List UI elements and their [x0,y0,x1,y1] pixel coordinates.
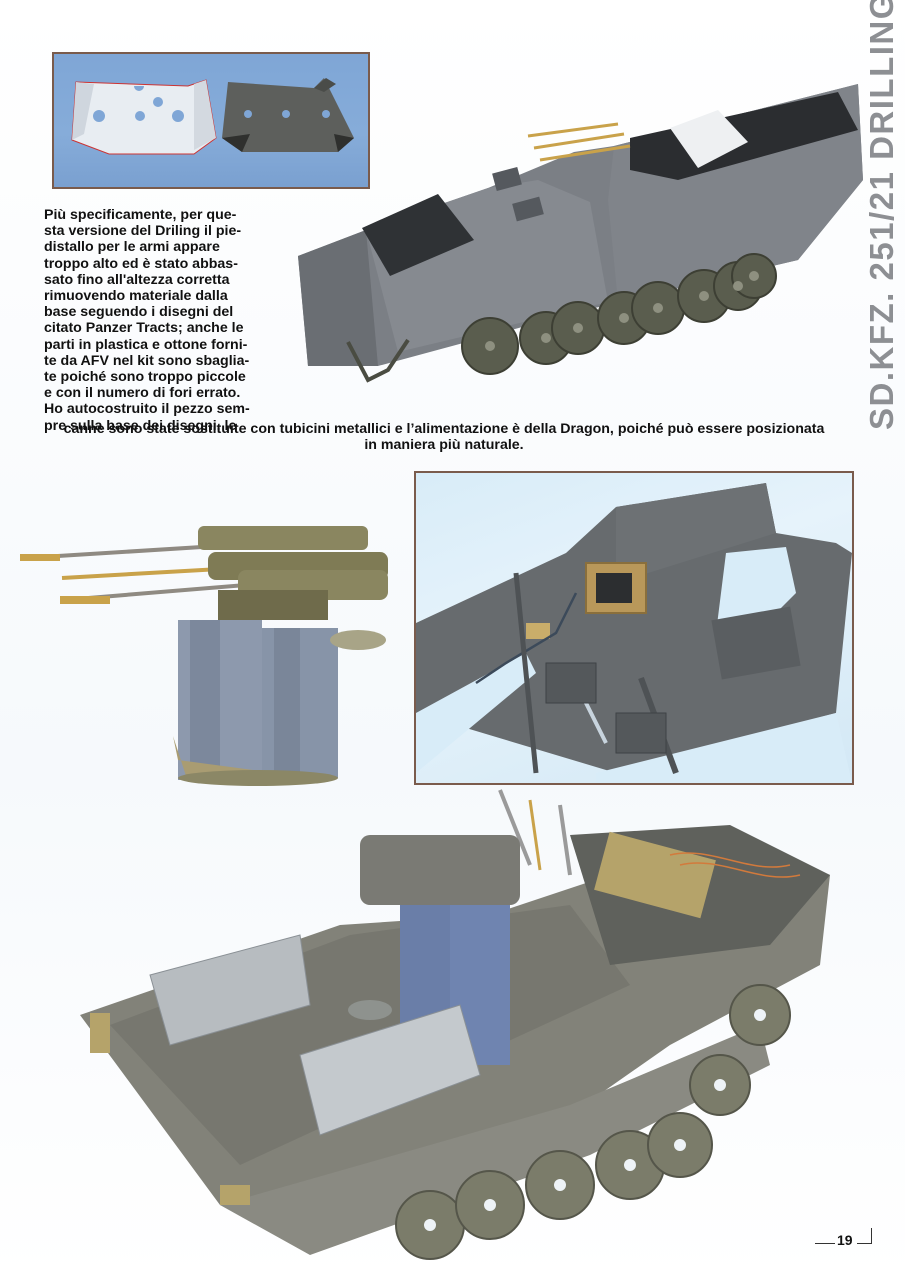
photo-gun-shield-parts [52,52,370,189]
folio-rule-left [815,1243,835,1244]
article-text-column: Più specificamente, per que- sta version… [44,207,289,434]
photo-halftrack-open-top [70,785,840,1260]
text-line: parti in plastica e ottone forni- [44,336,248,353]
triple-gun-mount-illustration [20,526,388,786]
photo-halftrack-exterior [278,70,863,390]
folio-rule-vertical [871,1228,872,1244]
text-line: citato Panzer Tracts; anche le [44,320,244,337]
text-line: pre sulla base dei disegni, le [44,417,237,434]
photo-hull-interior [414,471,854,785]
text-line: in maniera più naturale. [364,437,524,454]
text-line: sta versione del Driling il pie- [44,223,242,240]
text-line: sato fino all'altezza corretta [44,271,230,288]
page-number: 19 [837,1232,853,1248]
text-line: e con il numero di fori errato. [44,385,241,402]
article-text-wide: canne sono state sostituite con tubicini… [44,421,844,453]
halftrack-open-top-illustration [80,789,830,1260]
text-line: te da AFV nel kit sono sbaglia- [44,352,250,369]
text-line: base seguendo i disegni del [44,304,234,321]
page-folio: 19 [815,1228,875,1252]
photo-triple-gun-mount [18,510,403,795]
text-line: te poiché sono troppo piccole [44,369,246,386]
hull-interior-illustration [416,483,852,783]
text-line: troppo alto ed è stato abbas- [44,255,238,272]
text-line: canne sono state sostituite con tubicini… [63,421,825,437]
halftrack-exterior-illustration [298,84,863,383]
folio-rule-right [857,1243,871,1244]
text-line: distallo per le armi appare [44,239,220,256]
text-line: Più specificamente, per que- [44,207,237,223]
text-line: Ho autocostruito il pezzo sem- [44,401,250,418]
side-title: SD.KFZ. 251/21 DRILLING [863,0,900,430]
gun-shield-parts-illustration [71,78,354,155]
text-line: rimuovendo materiale dalla [44,288,228,305]
